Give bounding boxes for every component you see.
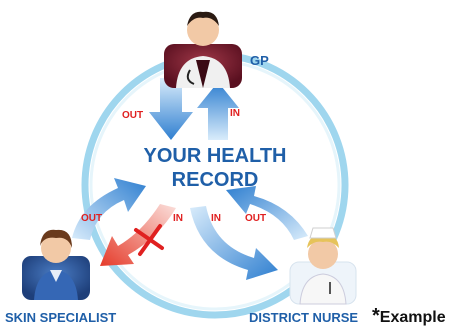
flow-label-gp-out: OUT: [122, 110, 144, 121]
flow-label-skin-out: OUT: [81, 213, 103, 224]
cross-icon: [134, 224, 164, 256]
role-label-gp: GP: [250, 53, 269, 68]
example-footnote: *Example: [372, 305, 446, 328]
skin-out-arrow: [72, 178, 146, 240]
flow-label-gp-in: IN: [230, 108, 240, 119]
role-label-district-nurse: DISTRICT NURSE: [249, 310, 359, 325]
health-record-title: YOUR HEALTH RECORD: [110, 144, 320, 192]
health-record-title-line2: RECORD: [171, 169, 259, 191]
role-label-skin-specialist: SKIN SPECIALIST: [5, 310, 117, 325]
nurse-icon: [289, 227, 357, 305]
doctor-icon: [164, 11, 242, 88]
flow-label-nurse-out: OUT: [245, 213, 267, 224]
gp-out-arrow: [149, 78, 193, 140]
footnote-star: *: [372, 305, 380, 327]
flow-label-skin-in: IN: [173, 213, 183, 224]
skin-in-arrow: [100, 204, 176, 266]
nurse-in-arrow: [190, 206, 278, 280]
gp-in-arrow: [197, 82, 239, 140]
person-icon: [22, 229, 90, 300]
nurse-out-arrow: [226, 186, 308, 240]
health-record-title-line1: YOUR HEALTH: [143, 145, 287, 167]
flow-label-nurse-in: IN: [211, 213, 221, 224]
footnote-text: Example: [379, 309, 446, 326]
